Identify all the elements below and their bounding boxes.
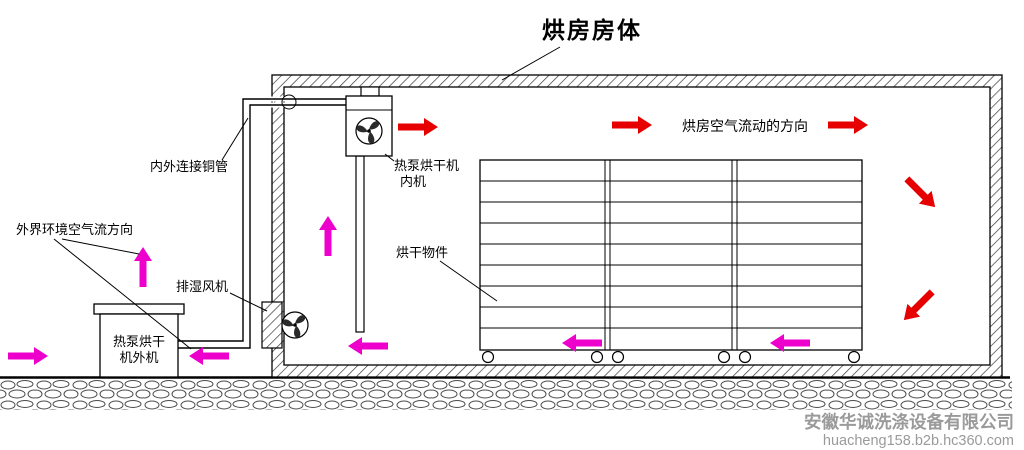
ambient-air-arrow (134, 247, 152, 287)
exhaust-fan-icon (280, 311, 309, 340)
hot-air-arrow (828, 116, 868, 134)
drying-rack (479, 159, 863, 364)
pipe-coil (281, 94, 297, 110)
drying-items-label: 烘干物件 (396, 245, 448, 260)
outdoor-unit-label-line1: 热泵烘干 (113, 334, 165, 349)
title-leader (501, 46, 561, 81)
hot-air-arrow (900, 172, 942, 214)
diagram-labels: 烘房空气流动的方向 热泵烘干机 内机 烘干物件 内外连接铜管 外界环境空气流方向… (16, 117, 808, 350)
ground-stones (0, 379, 1012, 410)
trolley-wheels (481, 350, 861, 364)
exhaust-fan-label: 排湿风机 (176, 279, 228, 294)
drying-items-leader (439, 260, 498, 302)
room-airflow-label: 烘房空气流动的方向 (682, 118, 808, 134)
exhaust-fan-unit (261, 301, 309, 349)
hot-air-arrow (612, 116, 652, 134)
indoor-unit-label-line2: 内机 (400, 174, 426, 189)
indoor-unit (345, 86, 393, 157)
indoor-fan-icon (354, 117, 383, 146)
return-air-arrow (348, 337, 388, 355)
return-air-arrow (770, 334, 810, 352)
indoor-unit-leader (384, 153, 395, 162)
indoor-unit-label-line1: 热泵烘干机 (394, 158, 459, 173)
drying-room-walls (271, 74, 1003, 378)
hot-air-arrow (398, 118, 438, 136)
return-air-arrow (319, 216, 337, 256)
hot-air-arrow (897, 285, 939, 327)
outdoor-unit-label-line2: 机外机 (119, 350, 158, 365)
air-duct (355, 155, 365, 333)
diagram-title-group: 烘房房体 (501, 17, 642, 81)
connecting-pipe-leader (221, 117, 249, 161)
watermark: 安徽华诚洗涤设备有限公司 huacheng158.b2b.hc360.com (804, 412, 1014, 449)
copper-pipes (178, 94, 348, 351)
watermark-company: 安徽华诚洗涤设备有限公司 (804, 412, 1014, 432)
connecting-pipe-label: 内外连接铜管 (150, 159, 228, 174)
ambient-airflow-leader-1 (61, 238, 140, 255)
ambient-airflow-leader-2 (53, 238, 192, 350)
return-air-arrow (562, 334, 602, 352)
watermark-website: huacheng158.b2b.hc360.com (823, 433, 1014, 449)
ambient-airflow-label: 外界环境空气流方向 (16, 222, 133, 237)
outdoor-unit: 热泵烘干 机外机 (93, 303, 185, 378)
exhaust-fan-leader (229, 292, 268, 312)
ambient-air-arrow (8, 347, 48, 365)
diagram-title: 烘房房体 (542, 17, 642, 43)
